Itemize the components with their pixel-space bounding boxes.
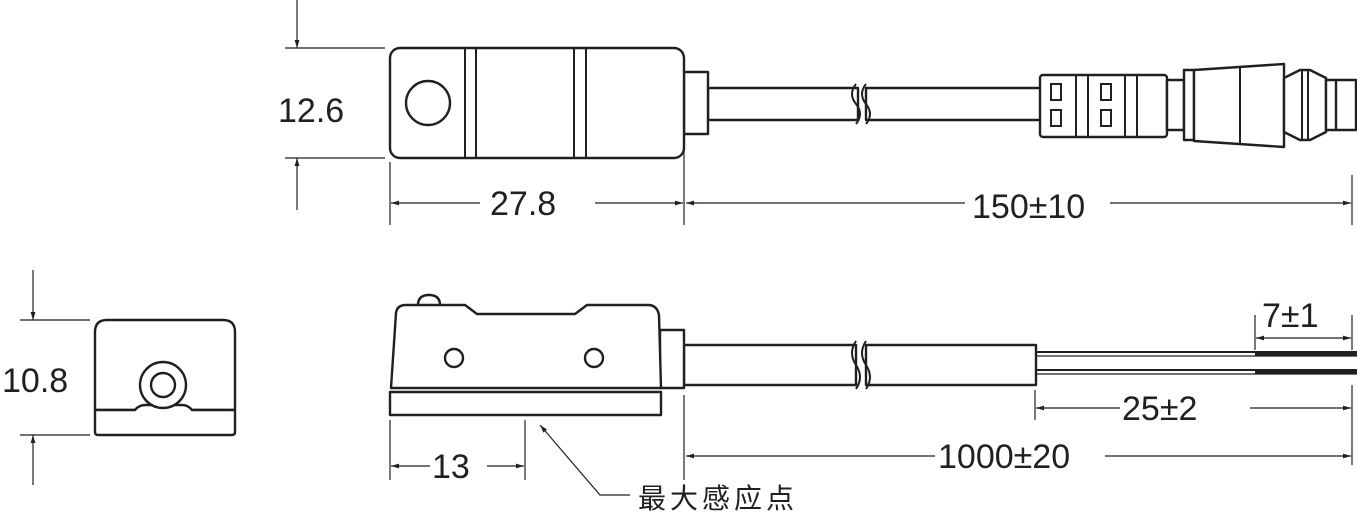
dimension-lines-top [285, 0, 1353, 225]
dim-cable-length: 1000±20 [938, 438, 1070, 476]
m8-connector [1038, 62, 1357, 149]
sensor-body-side [389, 303, 663, 390]
dimension-lines-side [389, 315, 1353, 496]
end-view [20, 270, 237, 485]
dim-end-height: 10.8 [2, 362, 68, 400]
mount-hole [404, 79, 452, 127]
dim-top-height: 12.6 [278, 92, 344, 130]
top-view [388, 46, 1357, 160]
dim-top-cable: 150±10 [972, 188, 1085, 226]
side-view [388, 293, 1357, 417]
max-sensing-point-label: 最大感应点 [638, 482, 798, 515]
dim-top-length: 27.8 [490, 185, 556, 223]
sensor-body-top [388, 46, 686, 160]
dim-sheath-strip: 25±2 [1122, 390, 1197, 428]
dim-wire-strip: 7±1 [1262, 297, 1318, 335]
dim-sense-offset: 13 [432, 448, 470, 486]
